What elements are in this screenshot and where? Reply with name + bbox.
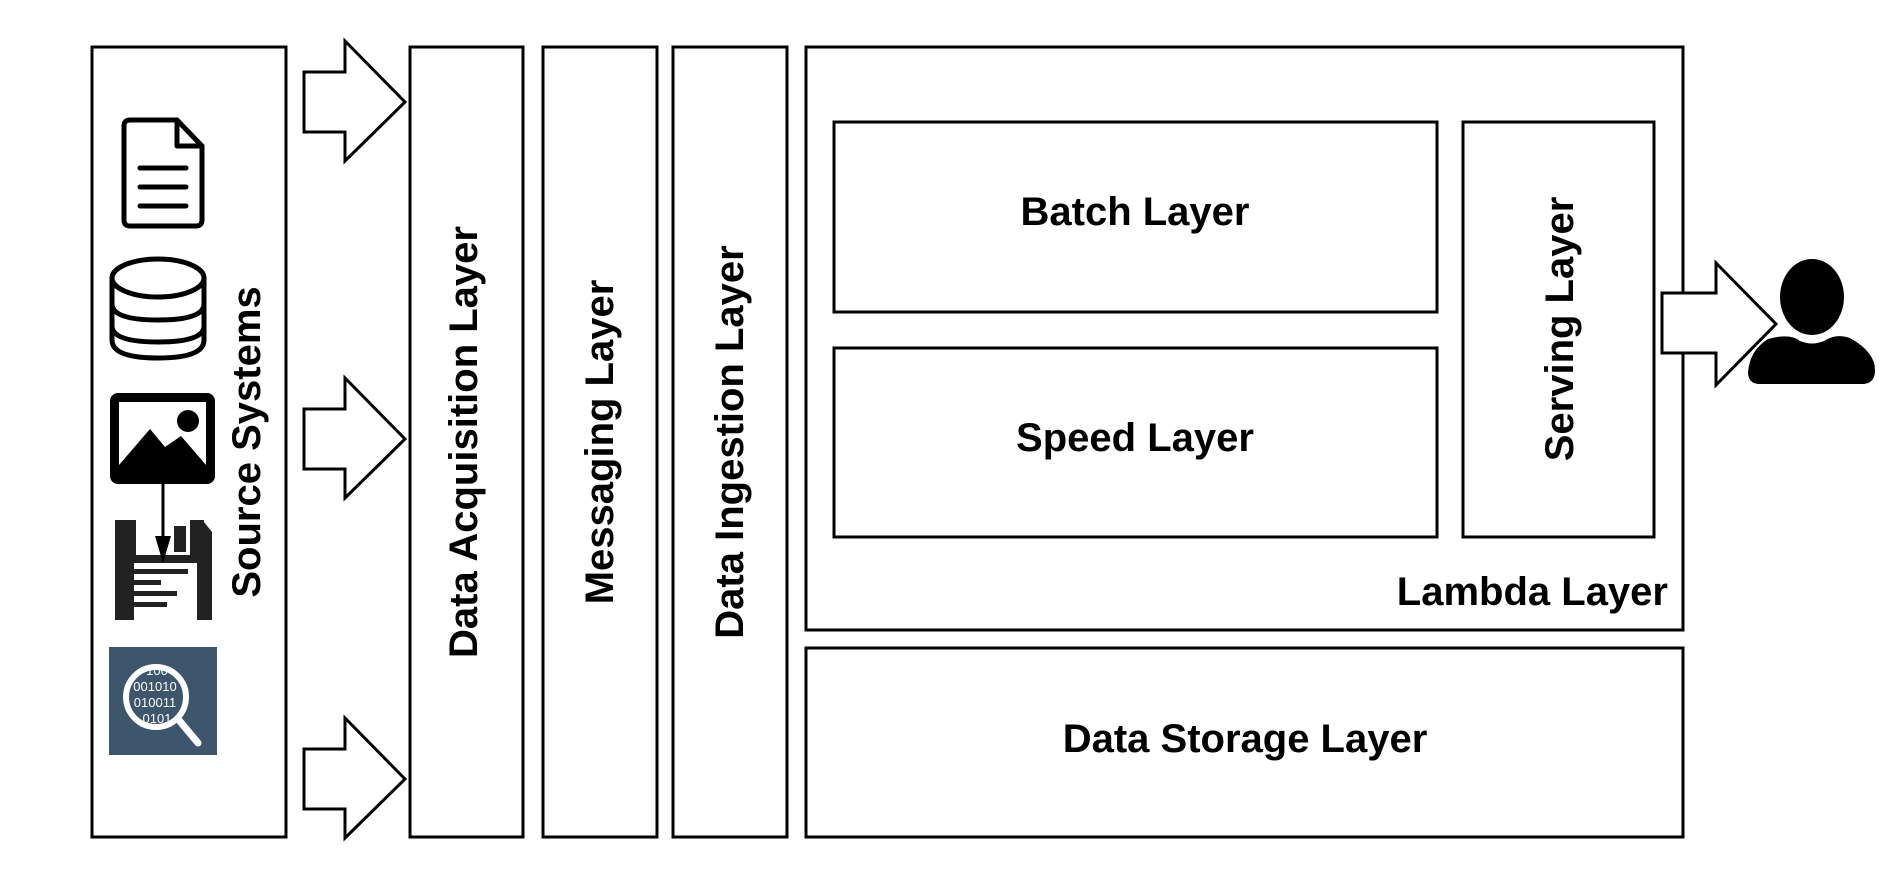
flow-arrow <box>302 714 408 842</box>
data-ingestion-label: Data Ingestion Layer <box>708 245 752 638</box>
flow-arrow <box>302 374 408 502</box>
data-storage-label: Data Storage Layer <box>1063 717 1428 761</box>
serving-layer: Serving Layer <box>1461 120 1656 539</box>
speed-layer: Speed Layer <box>832 346 1439 539</box>
source-systems-box: Source Systems <box>90 45 288 839</box>
output-arrow <box>1660 259 1779 389</box>
messaging-label: Messaging Layer <box>578 280 622 605</box>
lambda-label: Lambda Layer <box>1397 570 1668 614</box>
floppy-save-icon <box>115 520 212 620</box>
batch-layer: Batch Layer <box>832 120 1439 314</box>
data-ingestion-layer: Data Ingestion Layer <box>671 45 789 839</box>
document-icon <box>121 117 205 229</box>
flow-arrow <box>302 37 408 165</box>
binary-line: 010011 <box>134 695 176 710</box>
user-icon <box>1748 259 1875 384</box>
source-systems-label: Source Systems <box>225 286 269 597</box>
data-acquisition-label: Data Acquisition Layer <box>442 226 486 658</box>
speed-label: Speed Layer <box>1016 416 1254 460</box>
messaging-layer: Messaging Layer <box>541 45 659 839</box>
data-search-icon: 100 001010 010011 0101 <box>109 647 217 755</box>
data-acquisition-layer: Data Acquisition Layer <box>408 45 525 839</box>
serving-label: Serving Layer <box>1538 197 1582 462</box>
image-icon <box>110 393 215 484</box>
data-storage-layer: Data Storage Layer <box>804 646 1685 839</box>
lambda-layer: Lambda Layer Batch Layer Speed Layer Ser… <box>804 45 1685 632</box>
batch-label: Batch Layer <box>1021 190 1250 234</box>
database-icon <box>109 256 207 361</box>
binary-line: 001010 <box>133 679 176 694</box>
binary-line: 0101 <box>143 711 172 726</box>
